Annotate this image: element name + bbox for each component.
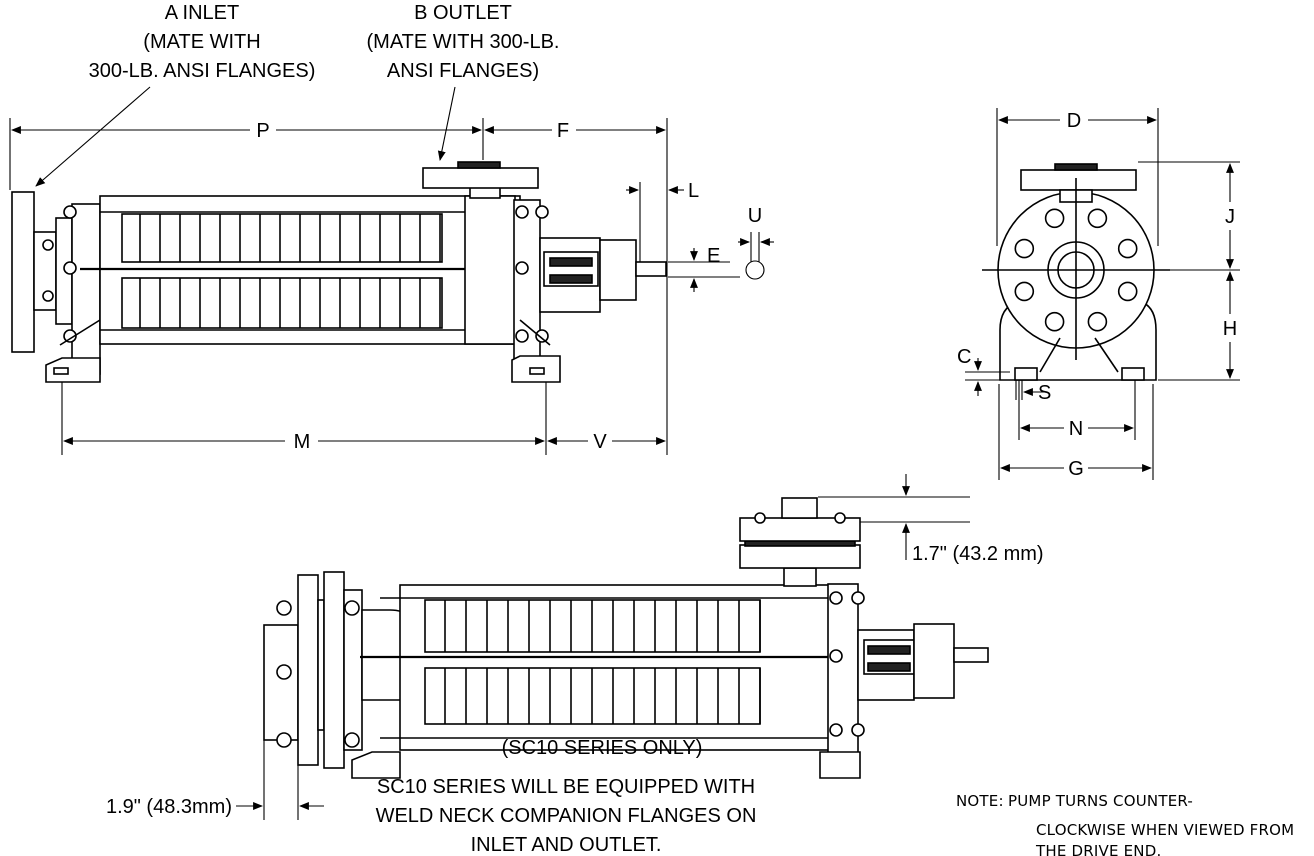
flange-bolt-hole — [1014, 281, 1035, 302]
outlet-callout-line-1: B OUTLET — [414, 2, 512, 24]
sc10-series-only-label: (SC10 SERIES ONLY) — [502, 737, 703, 759]
outlet-callout-line-2: (MATE WITH 300-LB. — [367, 31, 560, 53]
flange-bolt-hole — [1044, 208, 1065, 229]
sc10-dimensions: 1.7" (43.2 mm) 1.9" (48.3mm) — [106, 474, 1044, 820]
dim-s-label: S — [1038, 382, 1051, 404]
side-view — [11, 161, 667, 383]
end-view-dimensions: D J H C S N G — [957, 108, 1240, 480]
flange-bolt-hole — [1117, 281, 1138, 302]
sc10-view — [263, 497, 989, 779]
sc10-description-line-1: SC10 SERIES WILL BE EQUIPPED WITH — [377, 776, 755, 798]
flange-bolt-hole — [1044, 311, 1065, 332]
dim-l-label: L — [688, 180, 699, 202]
note-line-1: PUMP TURNS COUNTER- — [1008, 792, 1193, 810]
dim-p-label: P — [256, 120, 269, 142]
dim-d-label: D — [1067, 110, 1081, 132]
dim-j-label: J — [1225, 206, 1235, 228]
dim-v-label: V — [593, 431, 607, 453]
dim-g-label: G — [1068, 458, 1084, 480]
inlet-callout: A INLET (MATE WITH 300-LB. ANSI FLANGES) — [35, 2, 316, 187]
inlet-callout-line-1: A INLET — [165, 2, 239, 24]
outlet-callout-line-3: ANSI FLANGES) — [387, 60, 539, 82]
dim-m-label: M — [294, 431, 311, 453]
inlet-callout-line-3: 300-LB. ANSI FLANGES) — [89, 60, 316, 82]
dim-e-label: E — [707, 245, 720, 267]
sc10-caption: (SC10 SERIES ONLY) SC10 SERIES WILL BE E… — [376, 737, 757, 856]
sc10-description-line-2: WELD NECK COMPANION FLANGES ON — [376, 805, 757, 827]
dim-c-label: C — [957, 346, 971, 368]
outlet-callout: B OUTLET (MATE WITH 300-LB. ANSI FLANGES… — [367, 2, 560, 161]
dim-u-label: U — [748, 205, 762, 227]
flange-bolt-hole — [1087, 311, 1108, 332]
inlet-callout-line-2: (MATE WITH — [143, 31, 260, 53]
side-view-dimensions: P F L M V E U — [9, 118, 774, 455]
note-line-3: THE DRIVE END. — [1035, 842, 1161, 856]
sc10-outlet-offset-label: 1.7" (43.2 mm) — [912, 543, 1044, 565]
dim-h-label: H — [1223, 318, 1237, 340]
flange-bolt-hole — [1087, 208, 1108, 229]
dim-f-label: F — [557, 120, 569, 142]
sc10-inlet-offset-label: 1.9" (48.3mm) — [106, 796, 232, 818]
rotation-note: NOTE: PUMP TURNS COUNTER- CLOCKWISE WHEN… — [956, 792, 1294, 856]
note-prefix: NOTE: — [956, 792, 1004, 810]
flange-bolt-hole — [1014, 238, 1035, 259]
sc10-description-line-3: INLET AND OUTLET. — [471, 834, 662, 856]
dim-n-label: N — [1069, 418, 1083, 440]
flange-bolt-hole — [1117, 238, 1138, 259]
end-view — [982, 163, 1170, 381]
note-line-2: CLOCKWISE WHEN VIEWED FROM — [1036, 821, 1294, 839]
